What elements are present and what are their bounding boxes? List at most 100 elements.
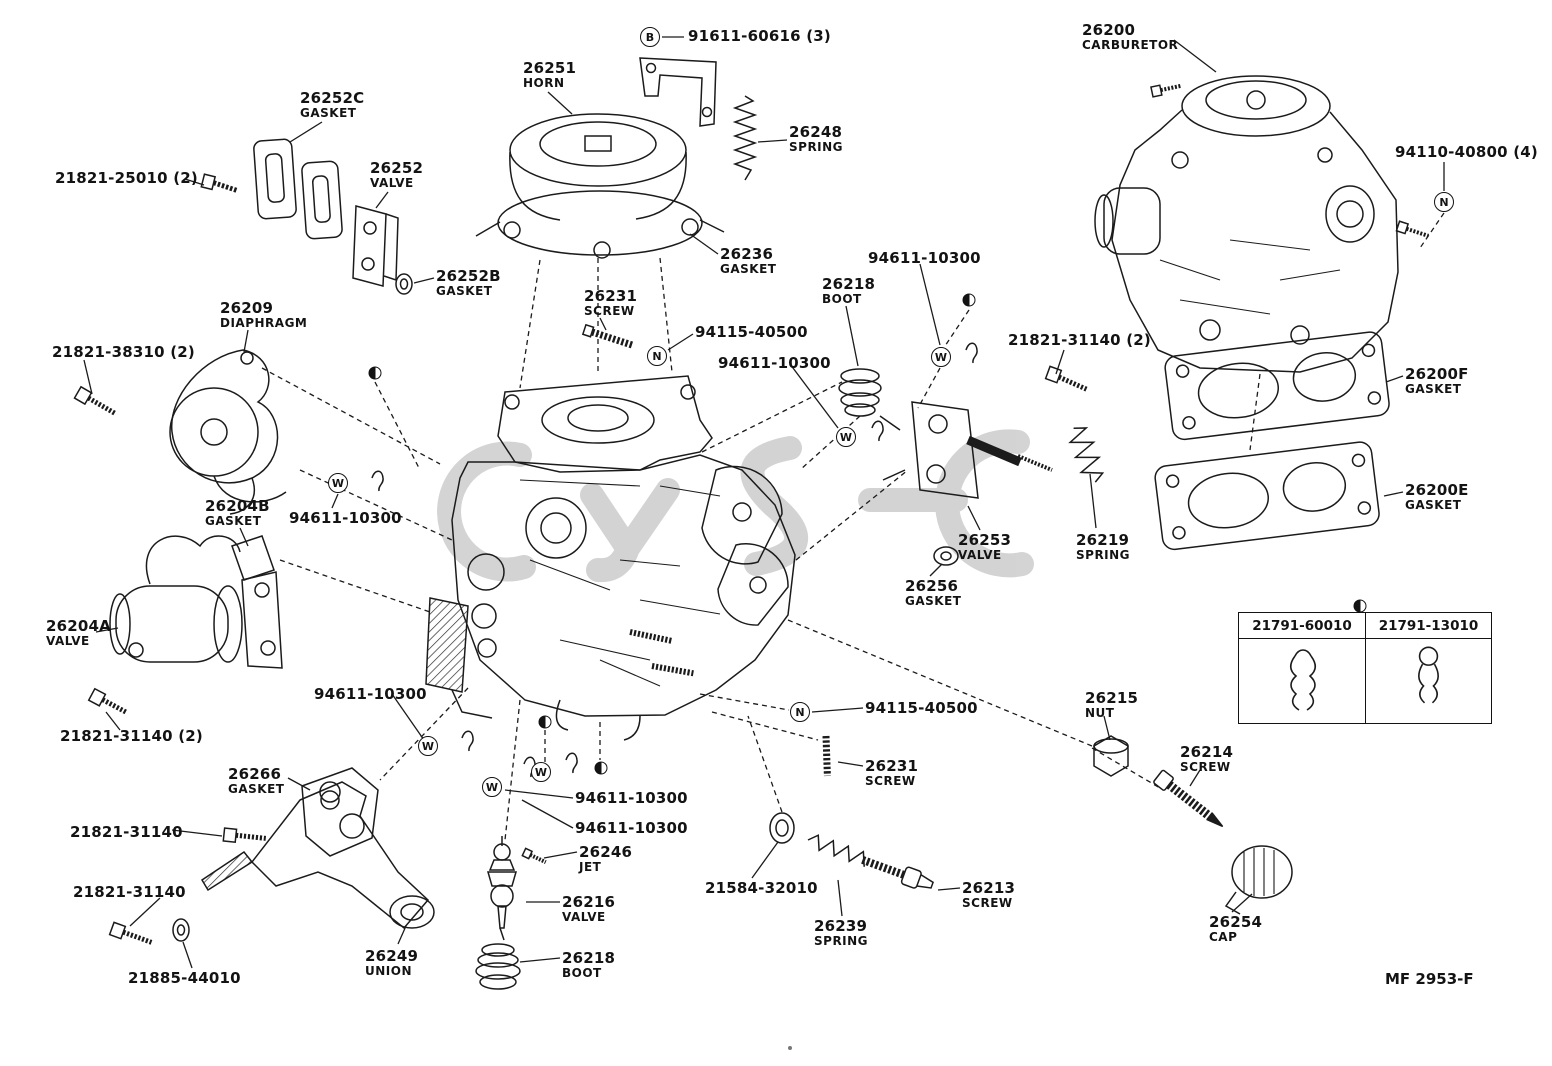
diaphragm-26209-drawing: [169, 349, 287, 515]
part-number: 94115-40500: [695, 323, 808, 341]
gasket-26252c-drawing: [253, 138, 343, 240]
leader-line: [967, 505, 981, 531]
part-name: JET: [579, 859, 602, 874]
callout-w-marker: W: [418, 736, 438, 756]
screw-26213-drawing: [807, 834, 934, 889]
screw-26214-drawing: [1153, 769, 1224, 828]
part-number: 26253: [958, 531, 1012, 549]
leader-line: [391, 693, 425, 741]
part-number: 26219: [1076, 531, 1130, 549]
leader-line: [331, 493, 339, 509]
part-name: CAP: [1209, 929, 1238, 944]
part-number: 94110-40800 (4): [1395, 143, 1538, 161]
leader-line: [543, 851, 578, 859]
figure-code: MF 2953-F: [1385, 970, 1474, 988]
part-number: 26214: [1180, 743, 1234, 761]
leader-line: [504, 789, 574, 799]
part-number: 26246: [579, 843, 633, 861]
part-name: GASKET: [300, 105, 357, 120]
part-label-21821-38310-2: 21821-38310 (2): [52, 344, 195, 361]
part-name: GASKET: [228, 781, 285, 796]
part-name: SCREW: [1180, 759, 1231, 774]
part-name: SCREW: [865, 773, 916, 788]
part-number: 26248: [789, 123, 843, 141]
half-tone-dot-icon: [368, 366, 382, 380]
part-number: 26213: [962, 879, 1016, 897]
part-number: 21821-31140: [73, 883, 186, 901]
part-number: 26215: [1085, 689, 1139, 707]
part-label-94611-10300: 94611-10300: [718, 355, 831, 372]
part-name: SPRING: [814, 933, 869, 948]
boot-26218-bottom-drawing: [475, 943, 521, 990]
leader-line: [287, 777, 311, 791]
part-name: GASKET: [905, 593, 962, 608]
clip-variant-table: 21791-60010 21791-13010: [1238, 612, 1492, 724]
leader-line: [757, 139, 788, 143]
leader-line: [519, 957, 561, 963]
leader-line: [789, 363, 839, 429]
valve-26216-drawing: [487, 836, 517, 941]
part-number: 94611-10300: [289, 509, 402, 527]
part-name: GASKET: [1405, 381, 1462, 396]
part-name: SPRING: [1076, 547, 1131, 562]
screw-26231-bottom-drawing: [822, 735, 831, 777]
leader-line: [182, 941, 193, 969]
leader-line: [105, 711, 121, 731]
part-name: VALVE: [46, 633, 90, 648]
leader-line: [1231, 893, 1253, 913]
part-number: 26231: [865, 757, 919, 775]
leader-line: [397, 925, 407, 945]
part-name: BOOT: [822, 291, 862, 306]
leader-line: [937, 887, 961, 891]
gasket-26252b-drawing: [395, 273, 413, 295]
wire-clip-icon: [1289, 649, 1317, 711]
part-name: VALVE: [958, 547, 1002, 562]
jet-26246-drawing: [521, 847, 547, 864]
part-number: 94611-10300: [575, 819, 688, 837]
part-name: SPRING: [789, 139, 844, 154]
leader-line: [1055, 349, 1065, 375]
part-number: 26239: [814, 917, 868, 935]
callout-n-marker: N: [790, 702, 810, 722]
part-number: 26236: [720, 245, 774, 263]
part-name: HORN: [523, 75, 565, 90]
clip-variant-left: 21791-60010: [1239, 613, 1365, 723]
part-number: 94611-10300: [868, 249, 981, 267]
part-number: 26204A: [46, 617, 111, 635]
part-name: GASKET: [720, 261, 777, 276]
cap-26254-drawing: [1224, 845, 1293, 915]
part-name: GASKET: [205, 513, 262, 528]
half-tone-dot-icon: [1353, 599, 1367, 613]
callout-n-marker: N: [647, 346, 667, 366]
leader-line: [1089, 473, 1097, 529]
leader-line: [129, 897, 161, 927]
leader-line: [667, 333, 694, 351]
part-number: 26218: [562, 949, 616, 967]
part-number: 94115-40500: [865, 699, 978, 717]
clip-part-number-left: 21791-60010: [1239, 613, 1365, 639]
part-name: SCREW: [962, 895, 1013, 910]
part-label-94110-40800-4: 94110-40800 (4): [1395, 144, 1538, 161]
leader-line: [811, 707, 864, 713]
part-name: NUT: [1085, 705, 1115, 720]
leader-line: [845, 305, 859, 367]
part-number: 26200F: [1405, 365, 1469, 383]
nut-26215-drawing: [1093, 735, 1129, 777]
leader-line: [1189, 769, 1201, 787]
part-number: 26231: [584, 287, 638, 305]
part-name: GASKET: [436, 283, 493, 298]
part-label-91611-60616-3: 91611-60616 (3): [688, 28, 831, 45]
carburetor-26200-drawing: [1094, 75, 1430, 373]
